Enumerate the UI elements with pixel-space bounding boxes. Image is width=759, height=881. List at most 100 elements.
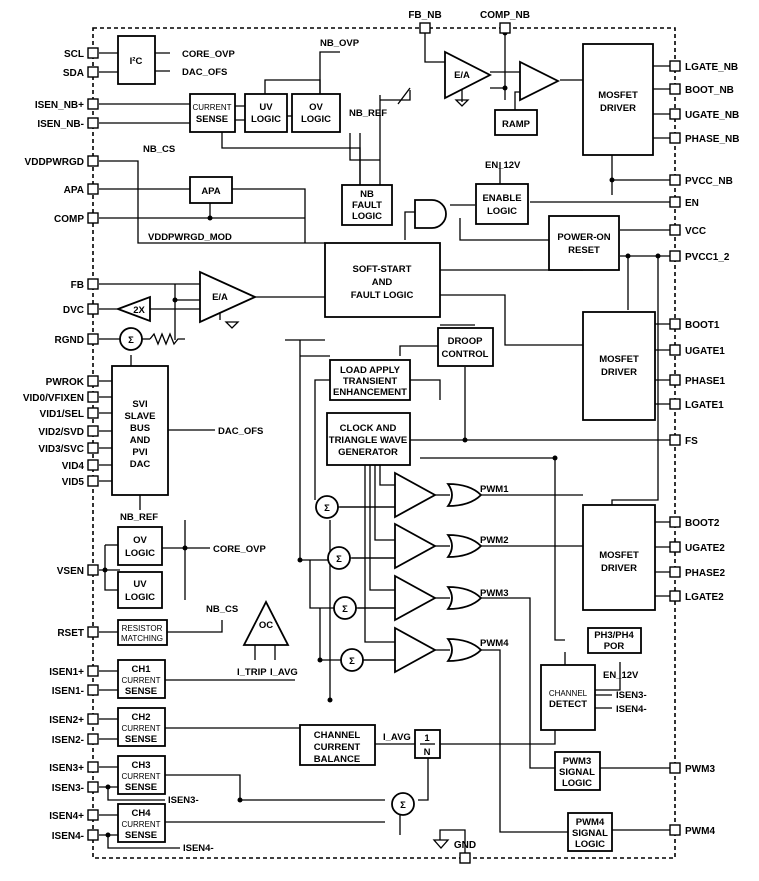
mosfet-driver-1-block bbox=[582, 311, 656, 421]
uv-logic-label-2: LOGIC bbox=[125, 592, 155, 603]
pin-isen-nb bbox=[87, 98, 99, 110]
pin-label-vid0-vfixen: VID0/VFIXEN bbox=[23, 393, 84, 404]
clock-triangle-label-3: GENERATOR bbox=[338, 447, 398, 458]
ch4-sense-label-1: CH4 bbox=[131, 808, 151, 819]
net-en-12v-low: EN_12V bbox=[603, 670, 639, 681]
ea-main-amplifier bbox=[199, 270, 258, 324]
pwm2-summer-label: Σ bbox=[336, 554, 342, 565]
power-on-reset-label-2: RESET bbox=[568, 245, 600, 256]
balance-summer-label: Σ bbox=[400, 800, 406, 811]
ov-logic-nb-label-1: OV bbox=[309, 102, 323, 113]
pwm1-comparator bbox=[394, 471, 437, 519]
ground-symbol-main bbox=[224, 321, 240, 329]
resistor-matching-label-2: MATCHING bbox=[121, 634, 163, 643]
nb-fault-logic-block bbox=[341, 184, 393, 226]
i2c-label: I²C bbox=[130, 56, 143, 67]
load-apply-block bbox=[329, 359, 411, 401]
pin-label-gnd: GND bbox=[454, 840, 476, 851]
uv-logic-block bbox=[117, 571, 163, 609]
ch3-sense-block bbox=[117, 755, 166, 795]
pin-label-lgate1: LGATE1 bbox=[685, 400, 724, 411]
pin-label-pwrok: PWROK bbox=[46, 377, 85, 388]
ph3-ph4-por-label-2: POR bbox=[604, 641, 625, 652]
ov-logic-nb-label-2: LOGIC bbox=[301, 114, 331, 125]
pin-label-vid2-svd: VID2/SVD bbox=[38, 427, 84, 438]
pin-label-vddpwrgd: VDDPWRGD bbox=[25, 157, 84, 168]
pin-label-isen2: ISEN2+ bbox=[49, 715, 84, 726]
pwm3-or-gate bbox=[446, 586, 483, 610]
ramp-label: RAMP bbox=[502, 119, 531, 130]
pin-isen2 bbox=[87, 733, 99, 745]
one-over-n-num: 1 bbox=[424, 733, 430, 744]
pin-label-vid4: VID4 bbox=[62, 461, 85, 472]
balance-summer bbox=[391, 792, 415, 816]
svi-dac-label-4: AND bbox=[130, 435, 151, 446]
pin-isen1 bbox=[87, 665, 99, 677]
nb-fault-logic-label-1: NB bbox=[360, 189, 374, 200]
and-gate bbox=[414, 199, 447, 229]
pin-phase-nb bbox=[669, 132, 681, 144]
pin-label-lgate2: LGATE2 bbox=[685, 592, 724, 603]
ch1-sense-label-1: CH1 bbox=[131, 664, 151, 675]
pin-ugate-nb bbox=[669, 108, 681, 120]
pin-label-isen1: ISEN1+ bbox=[49, 667, 84, 678]
pin-fs bbox=[669, 434, 681, 446]
pin-label-vcc: VCC bbox=[685, 226, 706, 237]
pin-label-vid1-sel: VID1/SEL bbox=[40, 409, 84, 420]
oc-label: OC bbox=[259, 620, 273, 631]
ch1-sense-label-3: SENSE bbox=[125, 686, 157, 697]
pin-lgate2 bbox=[669, 590, 681, 602]
current-sense-nb-block bbox=[189, 93, 236, 133]
pin-label-vid3-svc: VID3/SVC bbox=[38, 444, 84, 455]
current-sense-nb-label-1: CURRENT bbox=[192, 103, 231, 112]
current-sense-nb-label-2: SENSE bbox=[196, 114, 228, 125]
pwm3-comparator bbox=[394, 574, 437, 622]
pin-sda bbox=[87, 66, 99, 78]
pin-pwm4 bbox=[669, 824, 681, 836]
ph3-ph4-por-label-1: PH3/PH4 bbox=[594, 630, 634, 641]
pwm4-summer-label: Σ bbox=[349, 656, 355, 667]
ch4-sense-label-2: CURRENT bbox=[121, 820, 160, 829]
pwm3-signal-logic-block bbox=[554, 751, 601, 791]
pin-pvcc-nb bbox=[669, 174, 681, 186]
pin-vid1-sel bbox=[87, 407, 99, 419]
pin-label-pwm4: PWM4 bbox=[685, 826, 715, 837]
soft-start-label-3: FAULT LOGIC bbox=[351, 290, 414, 301]
pin-label-phase1: PHASE1 bbox=[685, 376, 725, 387]
ch2-sense-label-2: CURRENT bbox=[121, 724, 160, 733]
channel-detect-label-1: CHANNEL bbox=[549, 689, 588, 698]
pin-label-pvcc1-2: PVCC1_2 bbox=[685, 252, 730, 263]
pin-comp-nb bbox=[499, 22, 511, 34]
junctions bbox=[102, 30, 661, 838]
pin-label-vsen: VSEN bbox=[57, 566, 84, 577]
ccb-label-3: BALANCE bbox=[314, 754, 360, 765]
pin-pwrok bbox=[87, 375, 99, 387]
net-pwm3: PWM3 bbox=[480, 588, 509, 599]
mosfet-driver-1-label-2: DRIVER bbox=[601, 367, 637, 378]
pin-label-sda: SDA bbox=[63, 68, 84, 79]
nb-fault-logic-label-3: LOGIC bbox=[352, 211, 382, 222]
soft-start-label-2: AND bbox=[372, 277, 393, 288]
ground-symbol-bottom bbox=[432, 839, 450, 849]
net-pwm4: PWM4 bbox=[480, 638, 509, 649]
pin-label-lgate-nb: LGATE_NB bbox=[685, 62, 738, 73]
pwm2-or-gate bbox=[446, 534, 483, 558]
pwm2-comparator bbox=[394, 522, 437, 570]
uv-logic-label-1: UV bbox=[133, 579, 147, 590]
pin-label-isen2: ISEN2- bbox=[52, 735, 84, 746]
nb-fault-logic-label-2: FAULT bbox=[352, 200, 382, 211]
pin-label-apa: APA bbox=[64, 185, 84, 196]
ch3-sense-label-1: CH3 bbox=[131, 760, 150, 771]
pin-label-phase2: PHASE2 bbox=[685, 568, 725, 579]
soft-start-label-1: SOFT-START bbox=[353, 264, 412, 275]
ch3-sense-label-2: CURRENT bbox=[121, 772, 160, 781]
power-on-reset-block bbox=[548, 215, 620, 271]
pin-label-en: EN bbox=[685, 198, 699, 209]
droop-control-block bbox=[437, 327, 494, 367]
pin-label-isen-nb: ISEN_NB- bbox=[37, 119, 84, 130]
svi-dac-label-2: SLAVE bbox=[125, 411, 156, 422]
net-nb-cs-low: NB_CS bbox=[206, 604, 238, 615]
ground-symbol-nb bbox=[454, 99, 470, 107]
pin-vddpwrgd bbox=[87, 155, 99, 167]
